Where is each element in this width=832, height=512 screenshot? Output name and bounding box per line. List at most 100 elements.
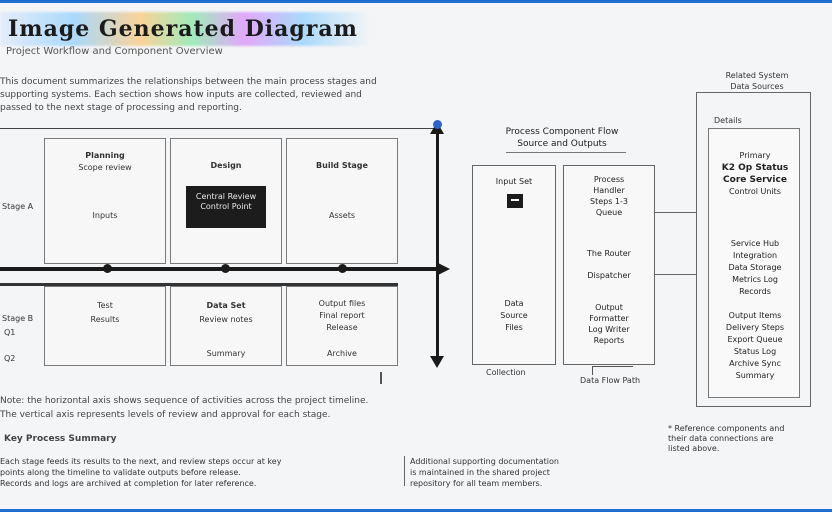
cell-line: Data Set (206, 301, 246, 310)
intro-line: This document summarizes the relationshi… (0, 77, 377, 87)
cell-line: Output files (318, 299, 366, 308)
box-line: Output (595, 303, 623, 312)
block-line: Control Units (729, 187, 781, 196)
cell-footer: Summary (206, 349, 246, 358)
cell-title: Build Stage (316, 161, 368, 170)
axis-node (103, 264, 112, 273)
box-line: Source (500, 311, 528, 320)
grid-cell-planning: Planning Scope review Inputs (44, 138, 166, 264)
box-line: Reports (593, 336, 625, 345)
box-line: Queue (595, 208, 623, 217)
title-line: Source and Outputs (517, 139, 607, 149)
right-block-primary: Primary K2 Op Status Core Service Contro… (712, 150, 798, 198)
note-line: * Reference components and (668, 424, 785, 433)
cell-title: Design (210, 161, 242, 170)
right-footnote: * Reference components and their data co… (668, 424, 828, 454)
box-line: Log Writer (588, 325, 630, 334)
title-color-wash (0, 12, 370, 46)
cell-title: Planning (85, 151, 125, 160)
left-label: Q2 (4, 354, 16, 363)
connector-line (655, 212, 696, 213)
highlight-line: Control Point (200, 202, 252, 211)
axis-origin-marker (433, 120, 442, 129)
box-line: Handler (593, 186, 625, 195)
related-system-inner-box (708, 128, 800, 398)
box-line: The Router (587, 249, 631, 258)
left-label: Stage B (2, 314, 34, 323)
note-line: The vertical axis represents levels of r… (0, 410, 331, 420)
footer-line: Records and logs are archived at complet… (0, 479, 257, 488)
flow-path-bracket (592, 366, 633, 375)
highlight-line: Central Review (195, 192, 257, 201)
grid-cell-output: Output files Final report Release Archiv… (286, 286, 398, 366)
cell-footer: Archive (327, 349, 357, 358)
cell-body: Assets (328, 211, 356, 220)
input-set-footer: Collection (486, 368, 526, 377)
block-line: Output Items (728, 311, 782, 320)
cell-body: Inputs (92, 211, 118, 220)
vertical-axis-down-arrowhead (430, 356, 444, 368)
page-title: Image Generated Diagram (8, 16, 358, 42)
cell-line: Results (90, 315, 120, 324)
footer-divider (404, 456, 405, 486)
cell-text: Scope review (78, 163, 132, 172)
block-line: Delivery Steps (725, 323, 785, 332)
right-block-service: Service Hub Integration Data Storage Met… (712, 238, 798, 298)
axis-node (221, 264, 230, 273)
footer-line: repository for all team members. (410, 479, 543, 488)
box-line: Files (505, 323, 523, 332)
note-line: listed above. (668, 444, 720, 453)
note-line: Note: the horizontal axis shows sequence… (0, 396, 369, 406)
grid-cell-test: Test Results (44, 286, 166, 366)
block-line: Status Log (733, 347, 777, 356)
footer-line: is maintained in the shared project (410, 468, 550, 477)
section-label: Key Process Summary (4, 434, 117, 444)
horizontal-axis-arrowhead (436, 262, 450, 276)
flow-path-label: Data Flow Path (580, 376, 641, 385)
box-line: Dispatcher (587, 271, 631, 280)
box-line: Data (504, 299, 524, 308)
box-line: Steps 1-3 (590, 197, 628, 206)
bottom-accent-bar (0, 509, 832, 512)
cell-line: Final report (319, 311, 365, 320)
central-review-box: Central Review Control Point (186, 186, 266, 228)
horizontal-axis (0, 267, 436, 271)
axis-node (338, 264, 347, 273)
stage-grid: Planning Scope review Inputs Design Cent… (0, 128, 436, 378)
left-label: Q1 (4, 328, 16, 337)
block-line: Metrics Log (732, 275, 778, 284)
right-block-output: Output Items Delivery Steps Export Queue… (712, 310, 798, 382)
block-line: Primary (739, 151, 771, 160)
details-tab-label: Details (712, 116, 744, 125)
top-accent-bar (0, 0, 832, 3)
footer-line: Additional supporting documentation (410, 457, 559, 466)
box-title: Input Set (495, 177, 533, 186)
grid-cell-data-set: Data Set Review notes Summary (170, 286, 282, 366)
footer-line: Each stage feeds its results to the next… (0, 457, 282, 466)
vertical-axis (436, 132, 439, 360)
block-line: Export Queue (727, 335, 783, 344)
component-flow-title: Process Component Flow Source and Output… (492, 126, 632, 150)
axis-end-tick (380, 372, 382, 384)
block-line: Summary (735, 371, 775, 380)
component-title-rule (506, 152, 626, 153)
title-line: Process Component Flow (505, 127, 619, 137)
grid-top-rule (0, 128, 436, 129)
heading-line: Related System (725, 71, 789, 80)
footer-right-text: Additional supporting documentation is m… (410, 456, 610, 489)
page-subtitle: Project Workflow and Component Overview (6, 46, 223, 57)
storage-icon (507, 194, 523, 208)
grid-bottom-rule (0, 283, 398, 286)
intro-line: passed to the next stage of processing a… (0, 103, 242, 113)
grid-cell-build: Build Stage Assets (286, 138, 398, 264)
intro-line: supporting systems. Each section shows h… (0, 90, 362, 100)
block-line: Core Service (723, 175, 787, 185)
cell-line: Review notes (199, 315, 253, 324)
block-line: K2 Op Status (721, 163, 789, 173)
left-label: Stage A (2, 202, 34, 211)
process-handler-box: Process Handler Steps 1-3 Queue The Rout… (563, 165, 655, 365)
intro-paragraph: This document summarizes the relationshi… (0, 76, 400, 115)
connector-line (655, 274, 696, 275)
box-line: Formatter (589, 314, 629, 323)
cell-line: Release (326, 323, 358, 332)
